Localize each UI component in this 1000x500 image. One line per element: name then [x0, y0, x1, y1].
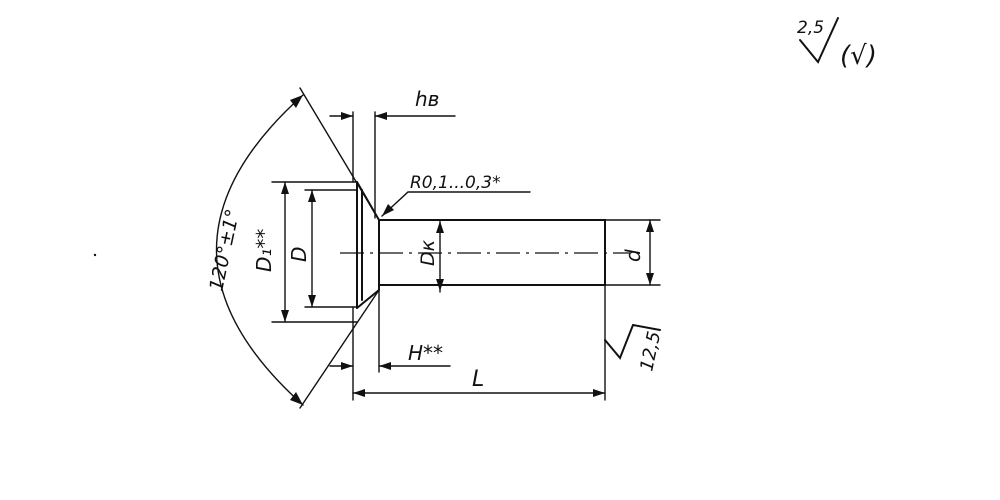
l-label: L [472, 367, 484, 392]
small-d-label: d [621, 249, 645, 262]
radius-label: R0,1...0,3* [410, 173, 501, 193]
dk-label: Dк [417, 239, 439, 266]
end-roughness-value: 12,5 [636, 329, 665, 373]
roughness-value: 2,5 [797, 18, 824, 38]
dk-dimension: Dк [417, 219, 444, 293]
hv-label: hв [415, 87, 439, 111]
end-roughness-symbol: 12,5 [604, 323, 665, 373]
d-label: D [287, 247, 311, 262]
stray-dot [93, 253, 97, 257]
l-dimension: L [352, 284, 606, 401]
radius-callout: R0,1...0,3* [381, 173, 531, 217]
hv-dimension: hв [329, 87, 456, 219]
roughness-check-icon [799, 17, 839, 64]
small-d-dimension: d [604, 219, 661, 286]
rivet-shank [378, 219, 606, 286]
h-label: H** [408, 341, 443, 365]
d1-label: D₁** [252, 229, 276, 272]
d-dimension: D [287, 189, 358, 308]
angle-label: 120°±1° [205, 207, 244, 293]
d1-dimension: D₁** [252, 181, 358, 323]
roughness-symbol: 2,5 (√) [797, 17, 877, 71]
h-dimension: H** [329, 289, 451, 401]
roughness-other-surfaces: (√) [840, 41, 877, 71]
